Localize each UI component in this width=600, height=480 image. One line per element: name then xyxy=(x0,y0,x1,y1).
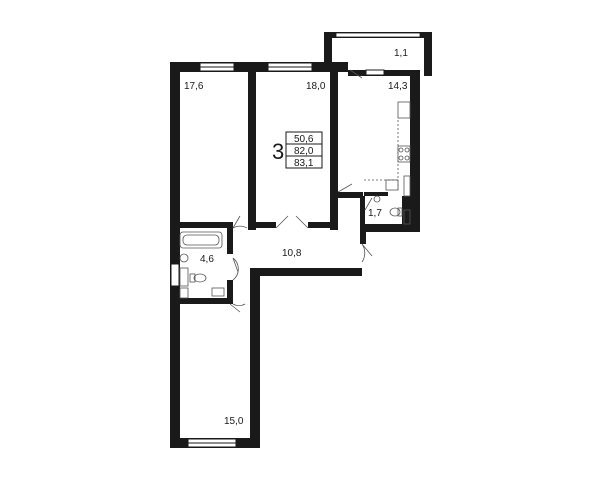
door-kitchen xyxy=(337,183,353,193)
door-balcony xyxy=(349,69,363,79)
wall-hall-bottom xyxy=(250,268,362,276)
wall-left-lower xyxy=(170,300,180,448)
door-bathroom xyxy=(232,257,239,281)
wall-kitchen-stub xyxy=(364,192,388,196)
rooms-count: 3 xyxy=(272,139,284,164)
walls xyxy=(170,32,432,448)
room-label-toilet: 1,7 xyxy=(368,208,382,219)
room-labels: 17,6 18,0 14,3 1,1 10,8 4,6 1,7 15,0 xyxy=(184,48,408,427)
counter-icon xyxy=(397,101,411,119)
room-label-balcony: 1,1 xyxy=(394,48,408,59)
wall-bath-bottom xyxy=(178,298,233,304)
toilet-icon xyxy=(389,207,401,217)
windows xyxy=(170,32,421,448)
wall-top-main xyxy=(170,62,348,72)
window-left-small xyxy=(170,263,180,287)
area-summary: 3 50,6 82,0 83,1 xyxy=(272,131,323,169)
room-label-living-room: 18,0 xyxy=(306,81,326,92)
wall-balcony-left xyxy=(324,32,332,66)
window-kitchen xyxy=(365,69,385,76)
wall-living-bottom-left xyxy=(256,222,276,228)
wall-bedroom-bottom xyxy=(178,222,233,228)
room-label-hall: 10,8 xyxy=(282,248,302,259)
wall-toilet-bottom xyxy=(360,224,420,232)
wall-living-bottom-right xyxy=(308,222,338,228)
room-label-bedroom-top-left: 17,6 xyxy=(184,81,204,92)
wall-balcony-right xyxy=(424,32,432,76)
room-label-bathroom: 4,6 xyxy=(200,254,214,265)
door-entrance xyxy=(361,243,373,263)
summary-box xyxy=(285,131,323,169)
wall-toilet-right-inner xyxy=(402,196,410,232)
fixtures xyxy=(179,101,411,299)
door-toilet xyxy=(364,197,373,211)
toilet-bath-icon xyxy=(193,273,207,283)
door-bedroom-bottom xyxy=(229,303,246,313)
window-balcony xyxy=(335,32,421,38)
toilet-sink-icon xyxy=(373,195,381,203)
boiler-icon xyxy=(403,175,411,197)
living-area: 50,6 xyxy=(294,134,314,145)
wall-living-kitchen xyxy=(330,70,338,230)
wall-hall-right-step xyxy=(360,228,366,244)
washing-machine-icon xyxy=(179,267,189,287)
kitchen-sink-icon xyxy=(385,179,399,191)
shelf-icon xyxy=(211,287,225,297)
sink-icon xyxy=(179,253,189,263)
door-living xyxy=(275,215,309,229)
wall-bath-right-lower xyxy=(227,280,233,302)
wall-kitchen-bottom xyxy=(338,192,363,198)
bathtub-icon xyxy=(179,231,223,249)
wall-kitchen-right xyxy=(410,70,420,230)
doors xyxy=(229,69,373,313)
wall-left-upper xyxy=(170,62,180,302)
door-bedroom-top xyxy=(232,215,248,229)
wall-bath-right xyxy=(227,222,233,254)
wall-bedroom-living xyxy=(248,70,256,230)
total-area-with-balcony: 83,1 xyxy=(294,158,314,169)
room-label-kitchen: 14,3 xyxy=(388,81,408,92)
wall-bottom-bedroom-right xyxy=(250,268,260,448)
wall-toilet-left xyxy=(360,196,365,230)
total-area: 82,0 xyxy=(294,146,314,157)
room-label-bedroom-bottom: 15,0 xyxy=(224,416,244,427)
